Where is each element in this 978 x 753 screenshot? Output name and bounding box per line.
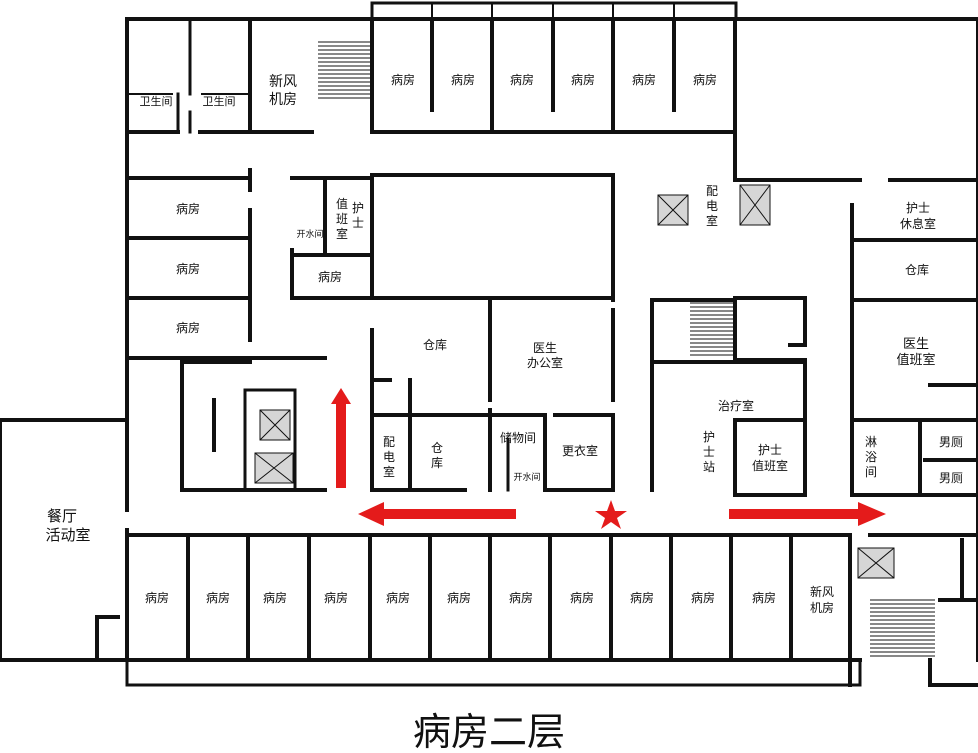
walls [0, 1, 978, 687]
label-doctor-office-1: 医生 [533, 341, 557, 355]
label-dining-1: 餐厅 [47, 507, 77, 525]
arrow-up [331, 388, 351, 488]
label-center-ward: 病房 [318, 269, 342, 284]
label-duty-small-1: 值 [336, 196, 348, 211]
label-left-ward-1: 病房 [176, 201, 200, 216]
label-dining-2: 活动室 [45, 526, 90, 544]
label-bottom-ward-4: 病房 [324, 590, 348, 605]
label-boiler: 开水间 [296, 228, 323, 240]
label-nurse-duty-1: 护士 [758, 443, 782, 457]
label-bottom-ward-6: 病房 [447, 590, 471, 605]
label-treatment: 治疗室 [718, 398, 754, 413]
label-boiler-small: 开水间 [513, 471, 540, 483]
label-nurse-lounge-1: 护士 [906, 201, 930, 215]
label-power-right-2: 电 [706, 199, 718, 213]
label-bottom-ward-9: 病房 [630, 590, 654, 605]
label-power-right-1: 配 [706, 184, 718, 198]
label-supply: 储物间 [500, 430, 536, 445]
label-top-ward-1: 病房 [391, 72, 415, 87]
label-power-left-3: 室 [383, 464, 395, 479]
label-power-left-1: 配 [383, 435, 395, 449]
label-fresh-air-bottom-1: 新风 [810, 584, 834, 599]
label-fresh-air-top-1: 新风 [269, 74, 297, 90]
label-bottom-ward-3: 病房 [263, 590, 287, 605]
label-shower-1: 淋 [865, 435, 877, 449]
stairs [318, 41, 935, 657]
wayfinding [331, 388, 886, 529]
label-bottom-ward-11: 病房 [752, 590, 776, 605]
label-power-right-3: 室 [706, 213, 718, 228]
label-bottom-ward-1: 病房 [145, 590, 169, 605]
label-bottom-ward-2: 病房 [206, 590, 230, 605]
label-storage-right: 仓库 [905, 262, 929, 277]
label-top-ward-3: 病房 [510, 72, 534, 87]
label-top-ward-5: 病房 [632, 72, 656, 87]
label-top-ward-4: 病房 [571, 72, 595, 87]
label-nurse-lounge-2: 休息室 [900, 216, 936, 231]
label-locker: 更衣室 [562, 443, 598, 458]
label-fresh-air-bottom-2: 机房 [810, 600, 834, 615]
label-washroom-a: 卫生间 [140, 94, 173, 108]
label-top-ward-6: 病房 [693, 72, 717, 87]
label-bottom-ward-8: 病房 [570, 590, 594, 605]
you-are-here-star [595, 500, 627, 529]
label-top-ward-2: 病房 [451, 72, 475, 87]
label-doctor-office-2: 办公室 [527, 355, 563, 370]
label-left-ward-2: 病房 [176, 261, 200, 276]
label-left-ward-3: 病房 [176, 320, 200, 335]
arrow-left [358, 502, 516, 526]
label-nurse-small-1: 护 [352, 201, 364, 215]
label-shower-2: 浴 [865, 450, 877, 464]
label-duty-small-3: 室 [336, 226, 348, 241]
label-doctor-duty-1: 医生 [903, 337, 929, 352]
label-storage-small-2: 库 [431, 455, 443, 470]
room-labels: 卫生间 卫生间 新风 机房 病房 病房 病房 病房 病房 病房 病房 病房 病房… [45, 72, 963, 615]
label-nurse-duty-2: 值班室 [752, 458, 788, 473]
label-nurse-small-2: 士 [352, 216, 364, 230]
label-storage-small-1: 仓 [431, 441, 443, 455]
label-storage-top: 仓库 [423, 337, 447, 352]
label-mens-2: 男厕 [939, 471, 963, 485]
label-nurse-station-2: 士 [703, 445, 715, 459]
label-doctor-duty-2: 值班室 [896, 352, 935, 368]
label-shower-3: 间 [865, 465, 877, 479]
label-bottom-ward-5: 病房 [386, 590, 410, 605]
label-bottom-ward-10: 病房 [691, 590, 715, 605]
label-duty-small-2: 班 [336, 212, 348, 226]
label-bottom-ward-7: 病房 [509, 590, 533, 605]
label-power-left-2: 电 [383, 450, 395, 464]
label-nurse-station-1: 护 [703, 430, 715, 444]
floor-title: 病房二层 [413, 710, 565, 753]
label-fresh-air-top-2: 机房 [269, 92, 297, 108]
label-nurse-station-3: 站 [703, 460, 715, 474]
arrow-right [729, 502, 886, 526]
label-washroom-b: 卫生间 [203, 94, 236, 108]
elevators [254, 184, 895, 579]
label-mens-1: 男厕 [939, 435, 963, 449]
